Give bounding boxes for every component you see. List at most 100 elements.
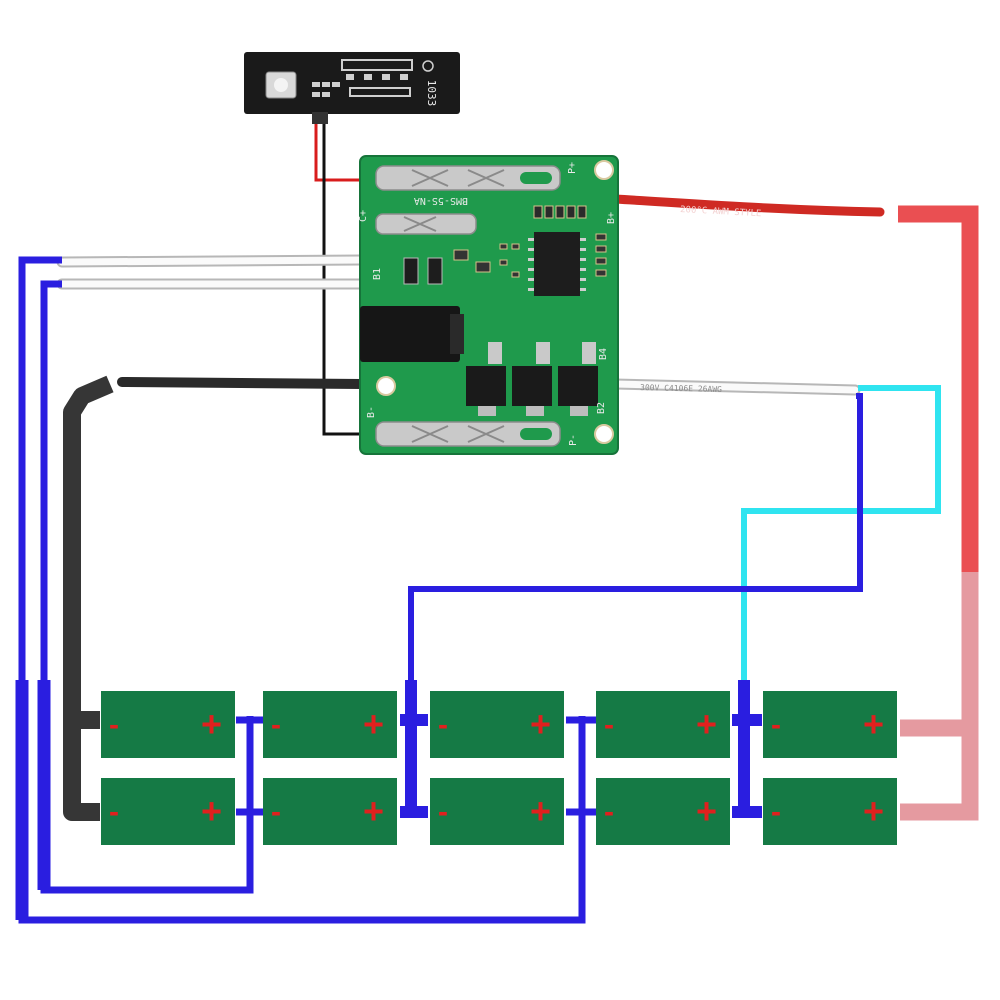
led-pad	[312, 82, 320, 87]
terminal-clip	[411, 169, 505, 187]
battery-cell-body	[596, 691, 730, 758]
battery-cell: -+	[430, 691, 564, 758]
white-cable-print: 300V C4106E 26AWG	[640, 383, 722, 394]
dc-jack-opening	[450, 314, 464, 354]
b-minus-black-cable	[117, 377, 367, 389]
battery-cell-body	[101, 691, 235, 758]
battery-cell: -+	[263, 691, 397, 758]
cell-negative-label: -	[438, 796, 448, 829]
balance-wire-blue-3	[408, 393, 863, 812]
b-plus-red-cable	[610, 194, 885, 217]
led-pad	[312, 92, 320, 97]
mounting-hole	[594, 424, 614, 444]
cell-negative-label: -	[771, 709, 781, 742]
mounting-hole	[594, 160, 614, 180]
battery-cell-body	[596, 778, 730, 845]
cell-positive-label: +	[363, 704, 384, 745]
board-model-label: BMS-5S-NA	[414, 195, 468, 206]
diode	[427, 257, 443, 285]
led-pad	[332, 82, 340, 87]
mosfets	[466, 342, 598, 416]
battery-cell-body	[763, 778, 897, 845]
cell-negative-label: -	[109, 796, 119, 829]
cell-negative-label: -	[604, 709, 614, 742]
battery-cell: -+	[101, 778, 235, 845]
led-board-code: 1033	[425, 80, 438, 107]
smd-components	[453, 233, 607, 278]
battery-cell-body	[101, 778, 235, 845]
balance-resistors	[533, 205, 587, 219]
battery-cell: -+	[263, 778, 397, 845]
pad-label-p-plus: P+	[567, 162, 578, 174]
cell-positive-label: +	[530, 791, 551, 832]
cell-positive-label: +	[201, 791, 222, 832]
battery-cell-body	[763, 691, 897, 758]
cell-positive-label: +	[863, 791, 884, 832]
battery-pack: -+-+-+-+-+-+-+-+-+-+	[101, 691, 897, 845]
terminal-clip	[411, 425, 505, 443]
battery-cell: -+	[763, 778, 897, 845]
wires: 200°C AWM STYLE 300V C4106E 26AWG	[15, 112, 979, 924]
p-minus-terminal	[375, 421, 561, 447]
p-plus-terminal	[375, 165, 561, 191]
cell-positive-label: +	[863, 704, 884, 745]
b-plus-pack-wire	[898, 205, 979, 572]
balance-lead-b1-white-core	[58, 256, 366, 266]
cell-negative-label: -	[771, 796, 781, 829]
cell-negative-label: -	[604, 796, 614, 829]
pack-bus-cell1-2	[236, 716, 264, 890]
led-pad	[382, 74, 390, 80]
mounting-hole	[376, 376, 396, 396]
battery-cell: -+	[763, 691, 897, 758]
cell-negative-label: -	[271, 709, 281, 742]
battery-cell-body	[263, 778, 397, 845]
led-board-body	[244, 52, 460, 114]
cell-negative-label: -	[109, 709, 119, 742]
pad-label-b1: B1	[372, 268, 383, 280]
balance-wire-cyan	[741, 385, 941, 812]
led-pad	[322, 82, 330, 87]
led-lead-connector	[312, 112, 328, 124]
led-pad	[400, 74, 408, 80]
battery-cell: -+	[101, 691, 235, 758]
battery-cell-body	[263, 691, 397, 758]
led-indicator-board: 1033	[244, 52, 460, 114]
pad-label-c-plus: C+	[358, 210, 369, 222]
pack-bus-cell3-4	[566, 716, 596, 920]
balance-lead-b4-white-core	[611, 380, 859, 394]
cell-positive-label: +	[696, 791, 717, 832]
pad-label-b-plus: B+	[606, 212, 617, 224]
battery-cell: -+	[430, 778, 564, 845]
led-positive-lead	[314, 118, 380, 182]
pad-label-p-minus: P-	[568, 434, 579, 446]
cell-positive-label: +	[201, 704, 222, 745]
pad-label-b4: B4	[598, 348, 609, 360]
diode	[403, 257, 419, 285]
cell-negative-label: -	[271, 796, 281, 829]
pack-bus-cell4-5	[732, 680, 762, 818]
pack-bus-cell2-3	[400, 680, 428, 818]
ic-pins	[528, 238, 586, 291]
bms-board: BMS-5S-NA C+ P+ B+ B1 B4 B2 B- P-	[358, 155, 619, 455]
dc-charge-jack	[360, 306, 460, 362]
red-cable-print: 200°C AWM STYLE	[680, 205, 762, 219]
cell-positive-label: +	[696, 704, 717, 745]
battery-cell: -+	[596, 691, 730, 758]
b-minus-pack-wire	[63, 375, 114, 821]
led-pad	[341, 59, 413, 71]
terminal-slot	[520, 428, 552, 440]
battery-cell: -+	[596, 778, 730, 845]
cell-negative-label: -	[438, 709, 448, 742]
c-plus-terminal	[375, 213, 477, 235]
protection-ic	[534, 232, 580, 296]
led-pad	[349, 87, 411, 97]
led-pad	[346, 74, 354, 80]
cell-positive-label: +	[530, 704, 551, 745]
tact-switch-button	[274, 78, 288, 92]
b-plus-pack-wire-lower	[900, 572, 979, 821]
led-pad	[322, 92, 330, 97]
led-pad	[364, 74, 372, 80]
terminal-clip	[403, 216, 437, 232]
